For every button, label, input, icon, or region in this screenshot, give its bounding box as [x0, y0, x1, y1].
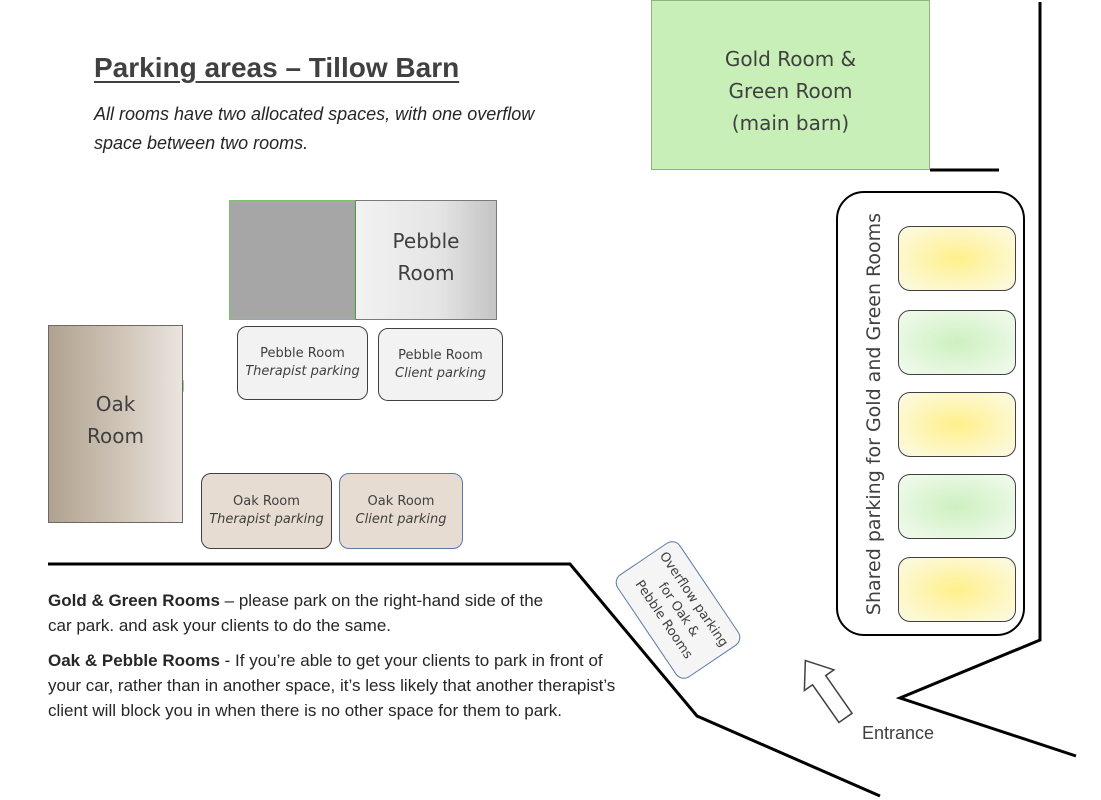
bay-title: Pebble Room — [398, 347, 483, 363]
page-title: Parking areas – Tillow Barn — [94, 52, 460, 83]
bay-subtitle: Therapist parking — [245, 364, 360, 379]
info-gold-green-text: – please park on the right-hand side of … — [48, 591, 544, 635]
shared-slot-4 — [898, 474, 1016, 539]
gold-green-line3: (main barn) — [731, 111, 850, 135]
road-boundary-line — [48, 562, 881, 798]
entrance-arrow-icon — [803, 659, 854, 724]
bay-subtitle: Client parking — [355, 512, 447, 527]
shared-slot-5 — [898, 557, 1016, 622]
pebble-line2: Room — [397, 261, 455, 285]
gold-green-room: Gold Room & Green Room (main barn) — [651, 0, 930, 170]
shared-parking-label-text: Shared parking for Gold and Green Rooms — [863, 212, 885, 616]
info-gold-green: Gold & Green Rooms – please park on the … — [48, 588, 568, 638]
oak-room: Oak Room — [48, 325, 183, 523]
bay-subtitle: Therapist parking — [209, 512, 324, 527]
shared-parking-label: Shared parking for Gold and Green Rooms — [861, 204, 887, 624]
pebble-room-annex — [229, 200, 355, 320]
shared-slot-2 — [898, 310, 1016, 375]
oak-therapist-bay: Oak Room Therapist parking — [201, 473, 332, 549]
oak-line2: Room — [87, 424, 144, 448]
pebble-line1: Pebble — [392, 229, 460, 253]
shared-slot-1 — [898, 226, 1016, 291]
shared-slot-3 — [898, 392, 1016, 457]
pebble-therapist-bay: Pebble Room Therapist parking — [237, 326, 368, 400]
info-oak-pebble-text: - If you’re able to get your clients to … — [48, 651, 616, 720]
bay-title: Pebble Room — [260, 346, 345, 361]
page-subtitle: All rooms have two allocated spaces, wit… — [94, 104, 535, 153]
info-oak-pebble: Oak & Pebble Rooms - If you’re able to g… — [48, 648, 628, 723]
oak-client-bay: Oak Room Client parking — [339, 473, 463, 549]
info-oak-pebble-heading: Oak & Pebble Rooms — [48, 651, 220, 670]
bay-title: Oak Room — [367, 494, 435, 509]
oak-line1: Oak — [95, 392, 136, 416]
pebble-room: Pebble Room — [355, 200, 497, 320]
shared-parking-area — [836, 191, 1025, 636]
pebble-client-bay: Pebble Room Client parking — [378, 328, 503, 401]
bay-title: Oak Room — [233, 494, 300, 509]
bay-subtitle: Client parking — [395, 365, 486, 381]
entrance-label: Entrance — [862, 723, 935, 743]
info-gold-green-heading: Gold & Green Rooms — [48, 591, 220, 610]
gold-green-line2: Green Room — [728, 79, 853, 103]
gold-green-line1: Gold Room & — [724, 47, 857, 71]
road-right-boundary — [895, 2, 1077, 758]
